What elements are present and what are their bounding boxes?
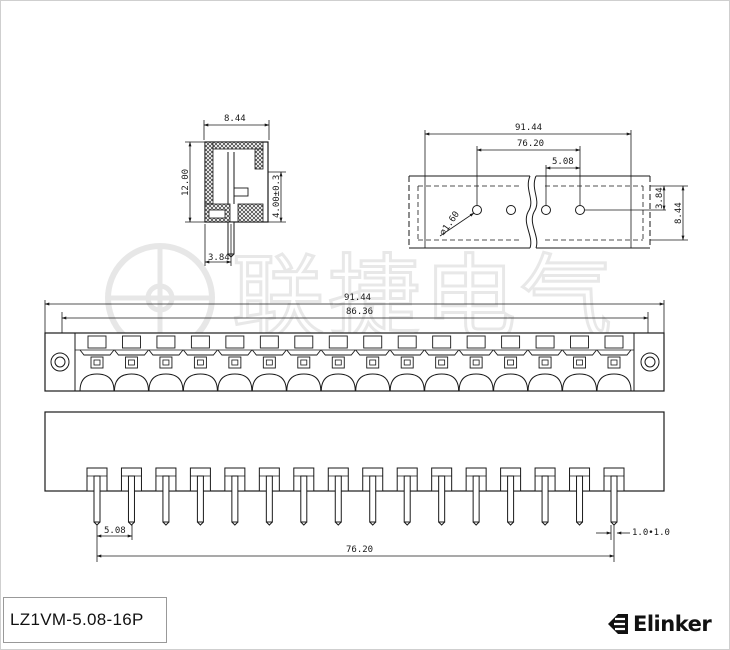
bottom-pin (534, 467, 556, 526)
brand-logo: Elinker (606, 610, 712, 638)
bottom-pin (465, 467, 487, 526)
bottom-pitch-span-label: 76.20 (346, 545, 373, 555)
top-pitch-span-label: 76.20 (517, 139, 544, 149)
front-pin-cell (424, 335, 460, 392)
front-pin-cell (217, 335, 253, 392)
bottom-pin (327, 467, 349, 526)
bottom-pin (224, 467, 246, 526)
top-depth-label: 8.44 (674, 202, 684, 224)
front-view: 91.44 86.36 (44, 293, 665, 392)
side-view: 8.44 12.00 4.00±0.3 3.84 (181, 114, 286, 266)
bottom-pin (500, 467, 522, 526)
brand-name: Elinker (633, 612, 712, 636)
front-pin-cell (320, 335, 356, 392)
top-overall-label: 91.44 (515, 123, 542, 133)
front-pin-cell (527, 335, 563, 392)
bottom-pin (258, 467, 280, 526)
bottom-pin (603, 467, 625, 526)
bottom-pin (155, 467, 177, 526)
bottom-pin (189, 467, 211, 526)
front-pin-cell (596, 335, 632, 392)
bottom-pin (569, 467, 591, 526)
bottom-pin (362, 467, 384, 526)
bottom-pin (120, 467, 142, 526)
front-pin-cell (113, 335, 149, 392)
bottom-pin (293, 467, 315, 526)
bottom-pitch-label: 5.08 (104, 526, 126, 536)
elinker-logo-icon (608, 614, 628, 634)
front-inner-label: 86.36 (346, 307, 373, 317)
front-pin-cell (182, 335, 218, 392)
front-pin-cell (79, 335, 115, 392)
side-width-label: 8.44 (224, 114, 246, 124)
side-pin-height-label: 4.00±0.3 (272, 175, 282, 218)
front-pin-cell (355, 335, 391, 392)
front-pin-cell (148, 335, 184, 392)
top-pitch-label: 5.08 (552, 157, 574, 167)
top-view: 91.44 76.20 5.08 ⌀1.60 3.84 8.44 (408, 123, 688, 249)
front-overall-label: 91.44 (344, 293, 371, 303)
front-pin-cell (493, 335, 529, 392)
bottom-pin-size-label: 1.0•1.0 (632, 528, 670, 538)
front-pin-cell (562, 335, 598, 392)
front-pin-cell (458, 335, 494, 392)
bottom-pin (86, 467, 108, 526)
side-height-label: 12.00 (181, 169, 191, 196)
side-pin-offset-label: 3.84 (208, 253, 230, 263)
bottom-pin (431, 467, 453, 526)
bottom-view: 5.08 76.20 1.0•1.0 (44, 411, 670, 562)
top-hole-offset-label: 3.84 (655, 187, 665, 209)
front-pin-cell (286, 335, 322, 392)
front-pin-cell (389, 335, 425, 392)
part-number-label: LZ1VM-5.08-16P (3, 597, 167, 643)
bottom-pin (396, 467, 418, 526)
front-pin-cell (251, 335, 287, 392)
